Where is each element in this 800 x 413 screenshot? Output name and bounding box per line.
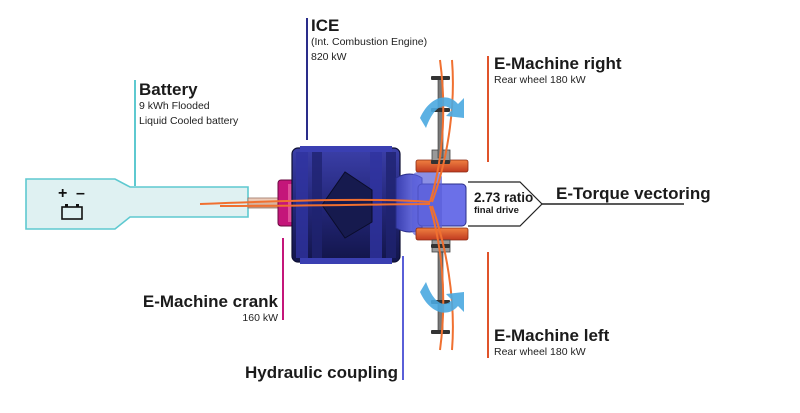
emachine-crank-title: E-Machine crank [142,292,278,311]
hydraulic-callout-bar [402,256,404,380]
energy-flow-lines [199,59,454,351]
emachine-left-label: E-Machine left Rear wheel 180 kW [494,326,609,360]
emachine-right-callout-bar [487,56,489,162]
battery-plus-icon: + [58,185,67,202]
ratio-value: 2.73 ratio [474,190,534,205]
ice-line2: 820 kW [311,51,347,63]
emachine-crank-callout-bar [282,238,284,320]
battery-icon: + – [25,178,249,230]
flow-arrow-icon [420,97,464,313]
emachine-right-title: E-Machine right [494,54,622,73]
torque-vectoring-label: E-Torque vectoring [556,184,711,203]
emachine-left-line1: Rear wheel 180 kW [494,346,586,358]
ice-label: ICE (Int. Combustion Engine) 820 kW [311,16,427,65]
battery-cell-icon [61,206,83,220]
battery-line1: 9 kWh Flooded [139,100,210,112]
ratio-label: 2.73 ratio final drive [474,190,533,217]
ice-callout-bar [306,18,308,140]
emachine-crank-line1: 160 kW [242,312,278,324]
battery-title: Battery [139,80,198,99]
hydraulic-label: Hydraulic coupling [245,363,398,382]
torque-vectoring-title: E-Torque vectoring [556,184,711,203]
ice-line1: (Int. Combustion Engine) [311,36,428,48]
battery-label: Battery 9 kWh Flooded Liquid Cooled batt… [139,80,238,129]
ice-title: ICE [311,16,340,35]
battery-minus-icon: – [76,185,85,202]
ratio-caption: final drive [474,205,519,216]
hydraulic-title: Hydraulic coupling [244,363,398,382]
emachine-left-title: E-Machine left [494,326,610,345]
emachine-crank-label: E-Machine crank 160 kW [143,292,278,326]
battery-callout-bar [134,80,136,186]
emachine-right-line1: Rear wheel 180 kW [494,74,586,86]
emachine-left-callout-bar [487,252,489,358]
emachine-right-label: E-Machine right Rear wheel 180 kW [494,54,622,88]
battery-line2: Liquid Cooled battery [139,115,239,127]
